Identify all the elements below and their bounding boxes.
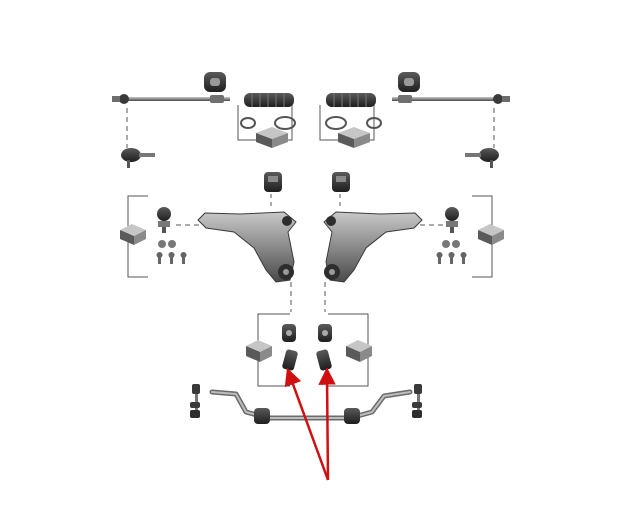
tie-rod-left xyxy=(112,94,230,104)
rubber-block-top-right xyxy=(338,127,370,148)
steering-rack-boot-right xyxy=(326,93,376,107)
rubber-block-mid-left xyxy=(120,224,146,245)
control-arm-mount-right xyxy=(332,172,350,192)
connector-lines xyxy=(126,105,495,387)
control-arm-right xyxy=(323,211,423,283)
callout-arrow-left xyxy=(284,367,330,481)
clamp-right xyxy=(325,116,382,130)
stabilizer-link-right xyxy=(412,384,422,418)
steering-rack-boot-left xyxy=(244,93,294,107)
anti-roll-bar-bushing-right xyxy=(344,408,360,424)
tie-rod-end-right xyxy=(465,148,499,168)
ball-joint-right xyxy=(442,207,460,248)
control-arm-mount-left xyxy=(264,172,282,192)
control-arm-bushing-left xyxy=(282,324,298,371)
callout-arrows xyxy=(284,367,336,481)
control-arm-bushing-right xyxy=(316,324,332,371)
anti-roll-bar xyxy=(209,389,413,421)
rubber-block-top-left xyxy=(256,127,288,148)
clamp-left xyxy=(240,116,296,130)
rubber-block-mid-right xyxy=(478,224,504,245)
tie-rod-right xyxy=(392,94,510,104)
rubber-block-low-right xyxy=(346,340,372,362)
rubber-mount-top-left xyxy=(204,72,226,92)
tie-rod-end-left xyxy=(121,148,155,168)
bolts-left xyxy=(156,252,187,264)
stabilizer-link-left xyxy=(190,384,200,418)
control-arm-left xyxy=(197,211,297,283)
rubber-mount-top-right xyxy=(398,72,420,92)
callout-arrow-right xyxy=(318,367,336,481)
anti-roll-bar-bushing-left xyxy=(254,408,270,424)
bolts-right xyxy=(436,252,467,264)
ball-joint-left xyxy=(157,207,176,248)
rubber-block-low-left xyxy=(246,340,272,362)
